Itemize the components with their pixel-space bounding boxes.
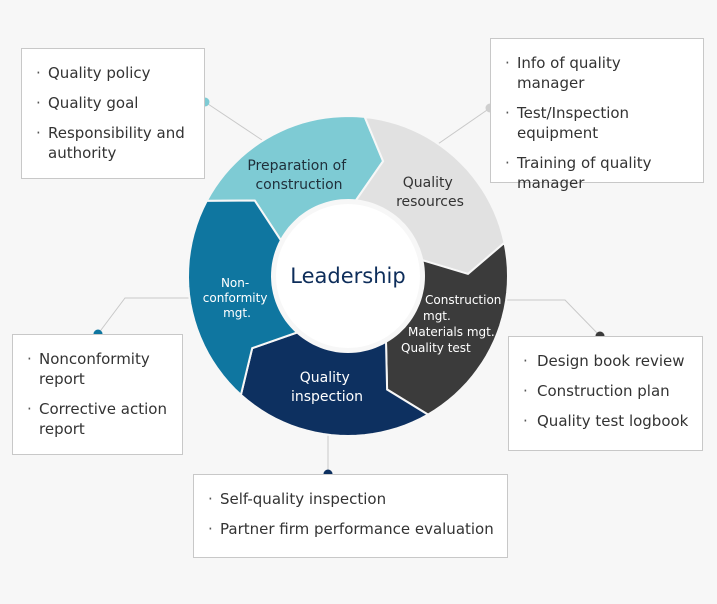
list-item: Design book review bbox=[523, 351, 690, 371]
box-resources: Info of quality manager Test/Inspection … bbox=[490, 38, 704, 192]
ring-segment-nonconformity bbox=[186, 199, 299, 397]
center-circle bbox=[276, 204, 420, 348]
list-item: Quality test logbook bbox=[523, 411, 690, 431]
box-inspection: Self-quality inspection Partner firm per… bbox=[193, 474, 508, 558]
segment-label-resources: Quality resources bbox=[396, 175, 464, 210]
list-item: Corrective action report bbox=[27, 399, 170, 439]
list-item: Responsibility and authority bbox=[36, 123, 192, 163]
connector-construction bbox=[505, 299, 601, 337]
connector-preparation bbox=[204, 101, 263, 141]
list-item: Nonconformity report bbox=[27, 349, 170, 389]
box-preparation: Quality policy Quality goal Responsibili… bbox=[21, 48, 205, 179]
list-item: Partner firm performance evaluation bbox=[208, 519, 495, 539]
list-item: Construction plan bbox=[523, 381, 690, 401]
list-item: Test/Inspection equipment bbox=[505, 103, 691, 143]
segment-label-preparation: Preparation of construction bbox=[247, 158, 350, 193]
box-construction: Design book review Construction plan Qua… bbox=[508, 336, 703, 451]
segment-label-construction: Construction mgt. Materials mgt. Quality… bbox=[401, 293, 505, 355]
center-label: Leadership bbox=[290, 264, 405, 288]
list-item: Self-quality inspection bbox=[208, 489, 495, 509]
segment-label-nonconformity: Non- conformity mgt. bbox=[203, 276, 272, 320]
box-nonconformity: Nonconformity report Corrective action r… bbox=[12, 334, 183, 455]
segment-label-inspection: Quality inspection bbox=[291, 370, 363, 405]
list-item: Quality policy bbox=[36, 63, 192, 83]
list-item: Quality goal bbox=[36, 93, 192, 113]
connector-resources bbox=[434, 107, 491, 147]
list-item: Info of quality manager bbox=[505, 53, 691, 93]
connector-nonconformity bbox=[97, 297, 196, 335]
list-item: Training of quality manager bbox=[505, 153, 691, 193]
